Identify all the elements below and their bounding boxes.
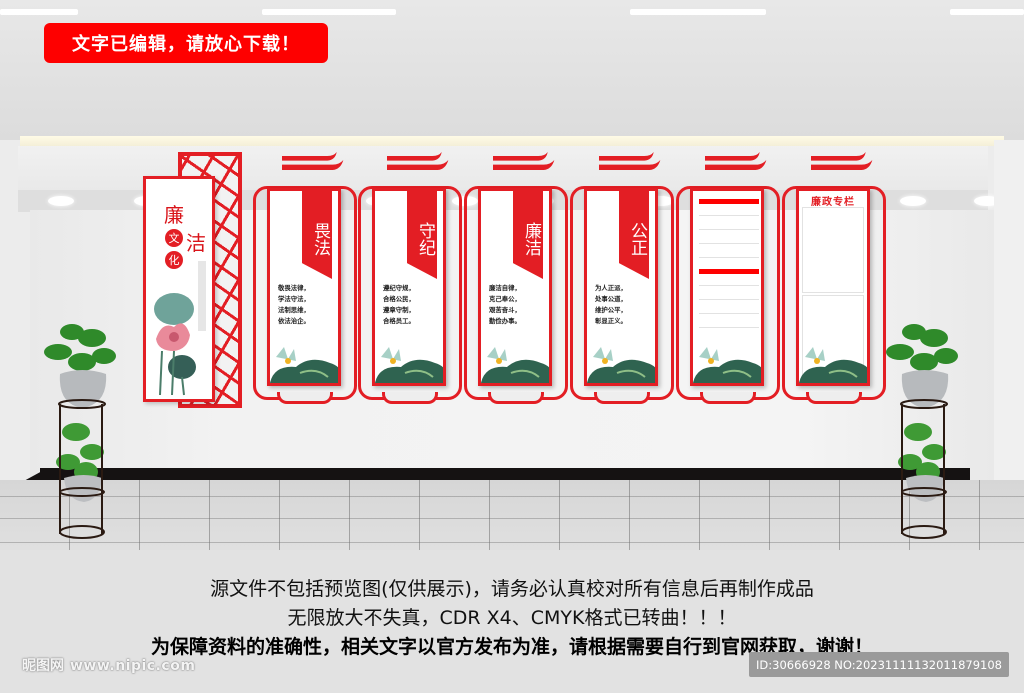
panel-motto: 廉洁自律，克己奉公，艰苦奋斗，勤俭办事。 (489, 284, 521, 325)
panel-weifa: 畏法 敬畏法律，学法守法，法制思维，依法治企。 (253, 152, 357, 404)
office-wall-scene: 廉 洁 文 化 畏法 敬畏法律，学法守法，法制思维，依法治企。 守纪 (0, 0, 1024, 550)
culture-title-char: 洁 (186, 231, 206, 255)
ceiling-light (0, 9, 78, 15)
ceiling-light (950, 9, 1024, 15)
panel-motto: 敬畏法律，学法守法，法制思维，依法治企。 (278, 284, 310, 325)
lotus-illustration (799, 347, 867, 383)
ceiling-light (630, 9, 766, 15)
spotlight (48, 196, 74, 206)
watermark-url: www.nipic.com (70, 658, 196, 674)
culture-sub-char: 化 (165, 251, 183, 269)
spotlight (648, 196, 674, 206)
footer-note-disclaimer: 为保障资料的准确性，相关文字以官方发布为准，请根据需要自行到官网获取，谢谢！ (150, 636, 873, 658)
document-slot (802, 207, 864, 293)
panel-title: 守纪 (407, 191, 437, 279)
panel-motto: 遵纪守规，合格公民，遵章守制，合格员工。 (383, 284, 415, 325)
footer-note-format: 无限放大不失真，CDR X4、CMYK格式已转曲！！！ (287, 607, 737, 629)
panel-shouji: 守纪 遵纪守规，合格公民，遵章守制，合格员工。 (358, 152, 462, 404)
lotus-illustration (154, 293, 196, 396)
panel-title: 廉洁 (513, 191, 543, 279)
lotus-illustration (587, 347, 655, 383)
spotlight (974, 196, 1000, 206)
lotus-illustration (375, 347, 443, 383)
header-bar (699, 269, 759, 274)
roof-ornament-icon (599, 152, 661, 170)
panel-title: 畏法 (302, 191, 332, 279)
panel-motto: 为人正派，处事公道，维护公平，彰显正义。 (595, 284, 627, 325)
nipic-watermark: 昵图网 www.nipic.com (22, 655, 195, 675)
lotus-illustration (693, 347, 761, 383)
roof-ornament-icon (811, 152, 873, 170)
panel-lianjie: 廉洁 廉洁自律，克己奉公，艰苦奋斗，勤俭办事。 (464, 152, 568, 404)
column-title: 廉政专栏 (811, 197, 855, 208)
spotlight (900, 196, 926, 206)
placeholder-bar (198, 261, 206, 331)
image-id-badge: ID:30666928 NO:20231111132011879108 (749, 652, 1009, 677)
culture-title-char: 廉 (164, 203, 184, 227)
potted-plant-right (886, 324, 958, 539)
roof-ornament-icon (705, 152, 767, 170)
lotus-illustration (270, 347, 338, 383)
culture-sub-char: 文 (165, 229, 183, 247)
lotus-illustration (481, 347, 549, 383)
tiled-floor (0, 480, 1024, 550)
panel-lianzheng-column: 廉政专栏 (782, 152, 886, 404)
roof-ornament-icon (493, 152, 555, 170)
header-bar (699, 199, 759, 204)
panel-gongzheng: 公正 为人正派，处事公道，维护公平，彰显正义。 (570, 152, 674, 404)
panel-info-board (676, 152, 780, 404)
cove-light (20, 136, 1004, 146)
side-wall (994, 140, 1024, 480)
skirting-board (40, 468, 970, 480)
ceiling (0, 0, 1024, 140)
roof-ornament-icon (282, 152, 344, 170)
footer-note-source: 源文件不包括预览图(仅供展示)，请务必认真校对所有信息后再制作成品 (210, 578, 814, 600)
culture-panel: 廉 洁 文 化 (143, 176, 215, 402)
watermark-brand: 昵图网 (22, 658, 64, 674)
ceiling-light (262, 9, 396, 15)
roof-ornament-icon (387, 152, 449, 170)
potted-plant-left (44, 324, 116, 539)
panel-title: 公正 (619, 191, 649, 279)
edited-notice-banner: 文字已编辑，请放心下载！ (44, 23, 328, 63)
